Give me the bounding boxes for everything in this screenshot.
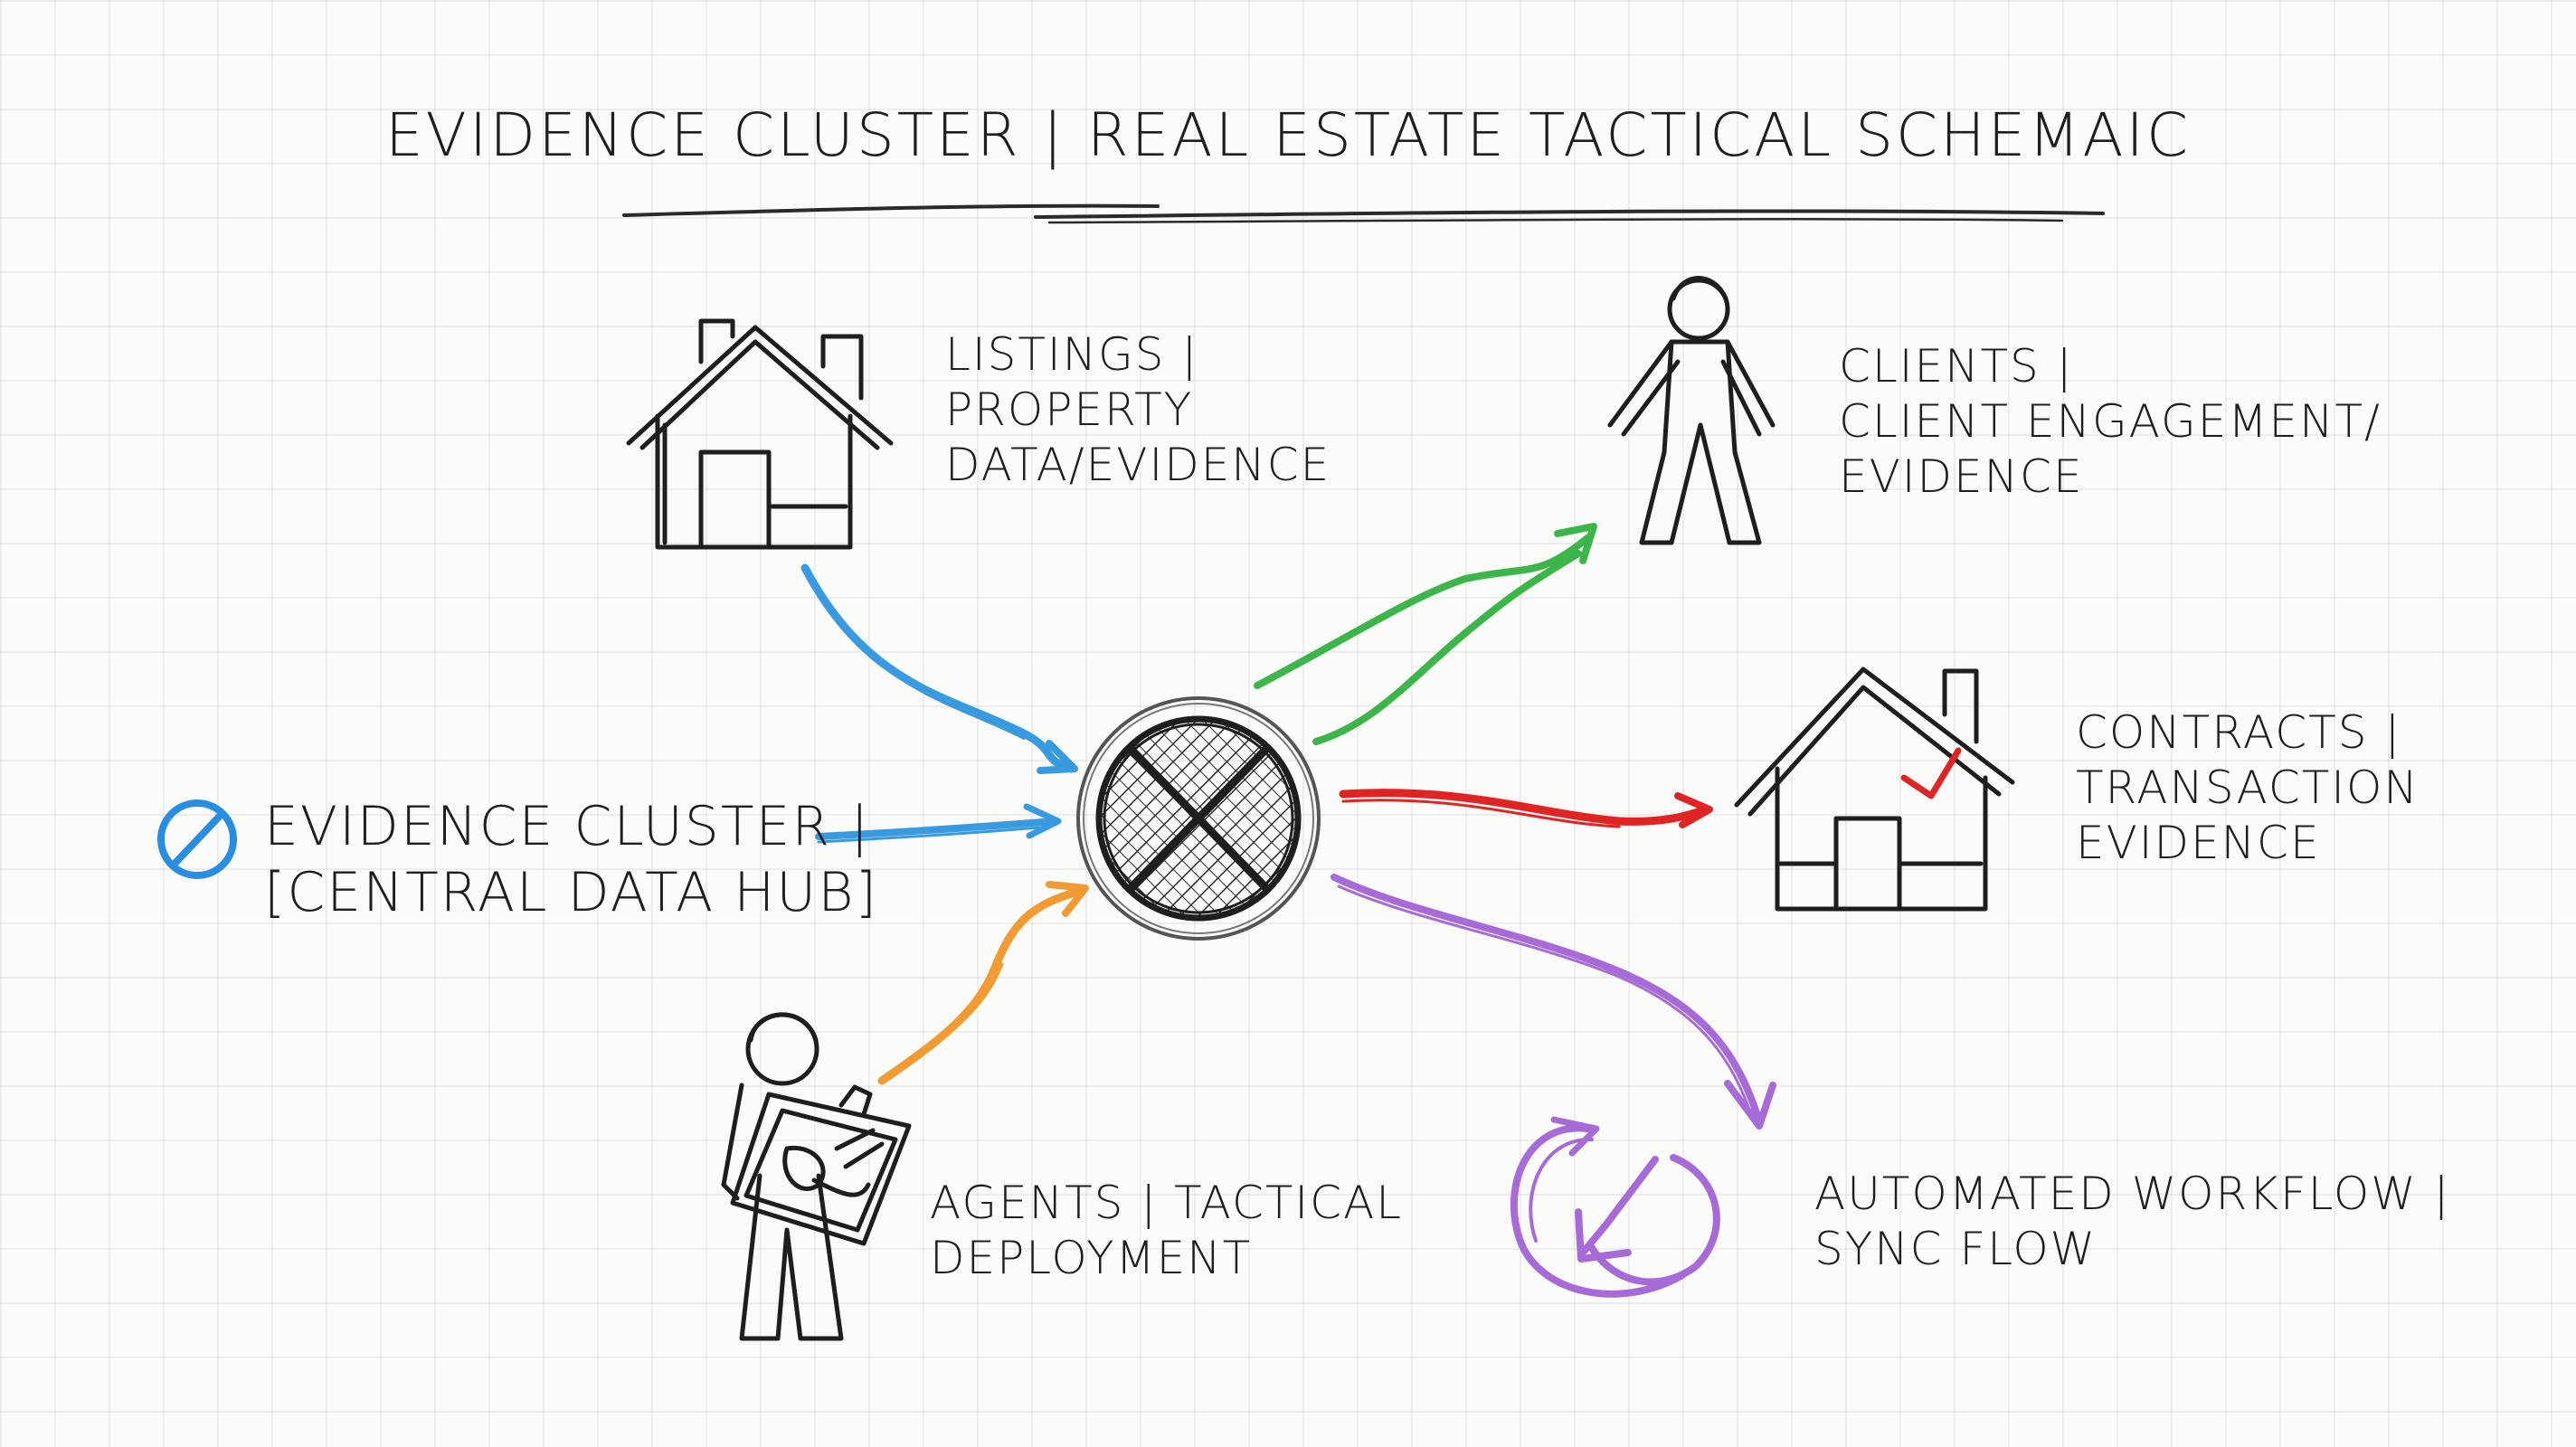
listings-label-line: PROPERTY <box>945 383 1194 436</box>
arrow-listings-to-hub <box>800 563 1078 774</box>
clients-label-line: CLIENT ENGAGEMENT/ <box>1839 395 2382 448</box>
person-icon <box>1607 276 1776 545</box>
arrow-hub-to-workflow <box>1331 874 1776 1130</box>
diagram-title: EVIDENCE CLUSTER | REAL ESTATE TACTICAL … <box>384 100 2192 170</box>
arrow-hub-to-clients <box>1254 523 1597 745</box>
workflow-label: AUTOMATED WORKFLOW | SYNC FLOW <box>1814 1167 2450 1277</box>
workflow-label-line: AUTOMATED WORKFLOW | <box>1814 1168 2451 1220</box>
arrow-agents-to-hub <box>877 881 1089 1085</box>
title-underline <box>622 203 2105 224</box>
central-hub-icon <box>1076 696 1321 941</box>
agents-label: AGENTS | TACTICAL DEPLOYMENT <box>930 1176 1403 1286</box>
agent-clipboard-icon <box>721 1012 912 1341</box>
no-symbol-icon <box>157 799 237 879</box>
evidence-cluster-label-line: [CENTRAL DATA HUB] <box>264 861 878 925</box>
arrow-evidence-cluster-to-hub <box>815 803 1062 844</box>
house-checkmark-icon <box>1734 667 2015 912</box>
house-icon <box>626 318 894 550</box>
workflow-label-line: SYNC FLOW <box>1814 1223 2098 1275</box>
sync-cycle-icon <box>1510 1116 1720 1298</box>
evidence-cluster-label-line: EVIDENCE CLUSTER | <box>264 795 871 858</box>
listings-label-line: LISTINGS | <box>945 328 1199 381</box>
evidence-cluster-label: EVIDENCE CLUSTER | [CENTRAL DATA HUB] <box>264 794 878 926</box>
listings-label-line: DATA/EVIDENCE <box>945 439 1331 491</box>
listings-label: LISTINGS | PROPERTY DATA/EVIDENCE <box>945 327 1331 493</box>
contracts-label-line: CONTRACTS | <box>2076 706 2402 759</box>
contracts-label-line: TRANSACTION <box>2076 761 2420 814</box>
clients-label-line: CLIENTS | <box>1839 340 2074 392</box>
contracts-label: CONTRACTS | TRANSACTION EVIDENCE <box>2076 705 2420 871</box>
agents-label-line: AGENTS | TACTICAL <box>930 1177 1404 1229</box>
contracts-label-line: EVIDENCE <box>2076 817 2321 869</box>
arrow-hub-to-contracts <box>1339 789 1713 828</box>
clients-label-line: EVIDENCE <box>1839 450 2084 503</box>
clients-label: CLIENTS | CLIENT ENGAGEMENT/ EVIDENCE <box>1839 339 2382 505</box>
agents-label-line: DEPLOYMENT <box>930 1232 1253 1284</box>
